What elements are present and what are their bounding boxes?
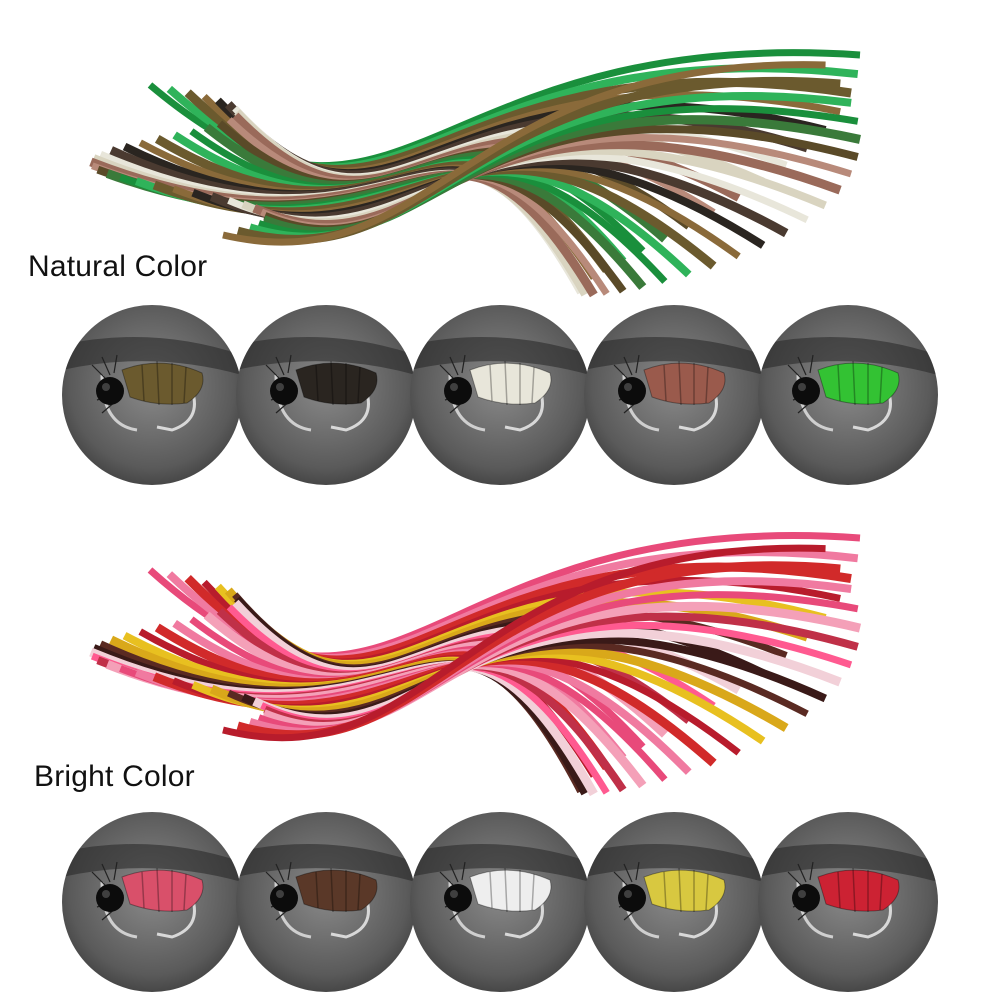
fly-swatch (758, 305, 938, 485)
section-label-natural: Natural Color (28, 250, 208, 283)
fly-swatch (236, 305, 416, 485)
section-label-bright: Bright Color (34, 760, 195, 793)
fly-swatch (584, 812, 764, 992)
fly-nymph-icon (584, 812, 764, 992)
fly-swatch (758, 812, 938, 992)
fly-swatch (62, 305, 242, 485)
fly-nymph-icon (62, 305, 242, 485)
silicone-strand (222, 544, 826, 742)
fly-swatch (236, 812, 416, 992)
fly-swatch (410, 305, 590, 485)
strand-bundle-bright (0, 490, 1000, 810)
fly-swatch (62, 812, 242, 992)
swatch-row-natural (62, 305, 938, 485)
fly-nymph-icon (410, 305, 590, 485)
swatch-row-bright (62, 812, 938, 992)
fly-nymph-icon (758, 812, 938, 992)
fly-swatch (584, 305, 764, 485)
fly-nymph-icon (62, 812, 242, 992)
fly-nymph-icon (584, 305, 764, 485)
fly-swatch (410, 812, 590, 992)
silicone-strand (222, 61, 826, 246)
silicone-strand-bundle-icon (89, 49, 861, 298)
silicone-strand-bundle-icon (89, 532, 862, 797)
fly-nymph-icon (236, 812, 416, 992)
fly-nymph-icon (758, 305, 938, 485)
fly-nymph-icon (410, 812, 590, 992)
fly-nymph-icon (236, 305, 416, 485)
strand-bundle-natural (0, 10, 1000, 310)
